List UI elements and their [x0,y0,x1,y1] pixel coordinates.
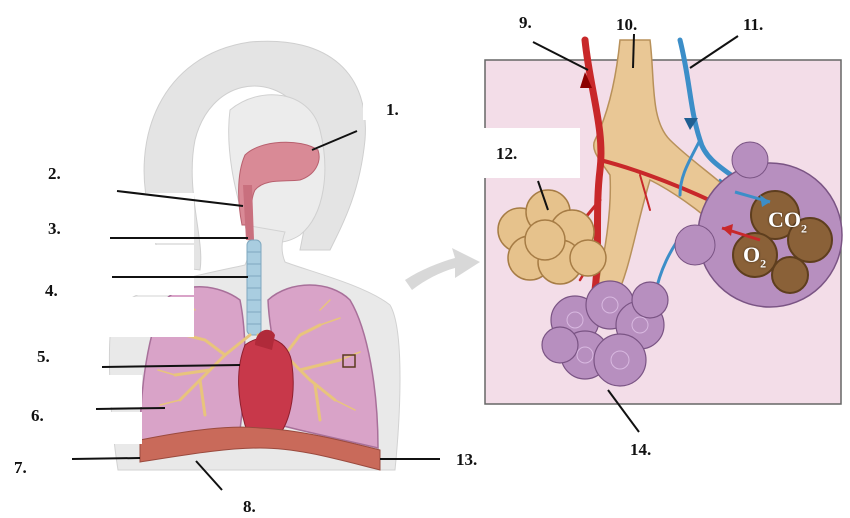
label-13: 13. [456,451,477,468]
label-blank-12 [480,128,580,178]
label-10: 10. [616,16,637,33]
label-4: 4. [45,282,58,299]
label-3: 3. [48,220,61,237]
label-9: 9. [519,14,532,31]
o2-subscript: 2 [760,256,766,270]
o2-text: O [743,242,760,267]
heart [239,338,294,442]
label-14: 14. [630,441,651,458]
o2-label: O2 [743,242,766,271]
label-2: 2. [48,165,61,182]
zoom-arrow [405,248,480,290]
label-7: 7. [14,459,27,476]
co2-text: CO [768,207,801,232]
co2-subscript: 2 [801,221,807,235]
label-8: 8. [243,498,256,515]
label-11: 11. [743,16,763,33]
label-1: 1. [386,101,399,118]
co2-label: CO2 [768,207,807,236]
label-12: 12. [496,145,517,162]
label-5: 5. [37,348,50,365]
label-6: 6. [31,407,44,424]
